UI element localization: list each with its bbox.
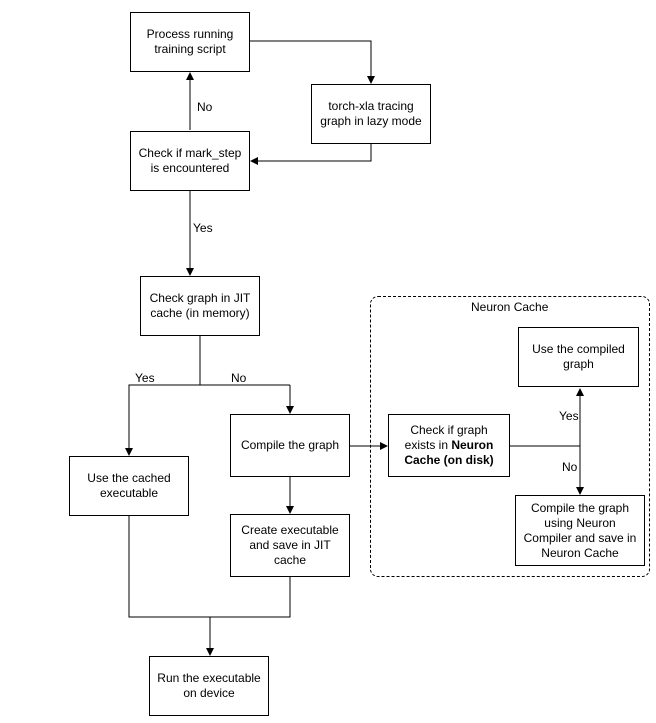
edge-label-yes-jit: Yes [193, 221, 213, 235]
neuron-cache-check-text: Check if graph exists in [404, 423, 488, 452]
compile-neuron-node: Compile the graph using Neuron Compiler … [515, 495, 645, 566]
use-cached-executable-node: Use the cached executable [69, 456, 189, 516]
compile-graph-node: Compile the graph [230, 414, 350, 477]
neuron-cache-check-bold: Neuron Cache (on disk) [404, 438, 494, 467]
neuron-cache-region [370, 296, 650, 577]
jit-cache-check-node: Check graph in JIT cache (in memory) [140, 276, 260, 336]
edge-process-to-tracing [250, 40, 375, 84]
mark-step-check-node: Check if mark_step is encountered [130, 131, 250, 191]
create-executable-node: Create executable and save in JIT cache [230, 514, 350, 577]
tracing-node: torch-xla tracing graph in lazy mode [311, 84, 431, 144]
edge-label-neuron-yes: Yes [559, 409, 579, 423]
edge-tracing-to-markstep [250, 143, 372, 165]
neuron-cache-region-title: Neuron Cache [471, 300, 549, 314]
neuron-cache-check-node: Check if graph exists in Neuron Cache (o… [388, 414, 510, 477]
edge-jit-to-cached [125, 384, 290, 456]
edge-label-neuron-no: No [562, 460, 578, 474]
use-compiled-graph-node: Use the compiled graph [518, 327, 639, 387]
edge-label-jit-no: No [231, 371, 247, 385]
process-node: Process running training script [130, 12, 250, 72]
edge-label-no-process: No [197, 100, 213, 114]
run-executable-node: Run the executable on device [149, 656, 269, 716]
edge-label-jit-yes: Yes [135, 371, 155, 385]
